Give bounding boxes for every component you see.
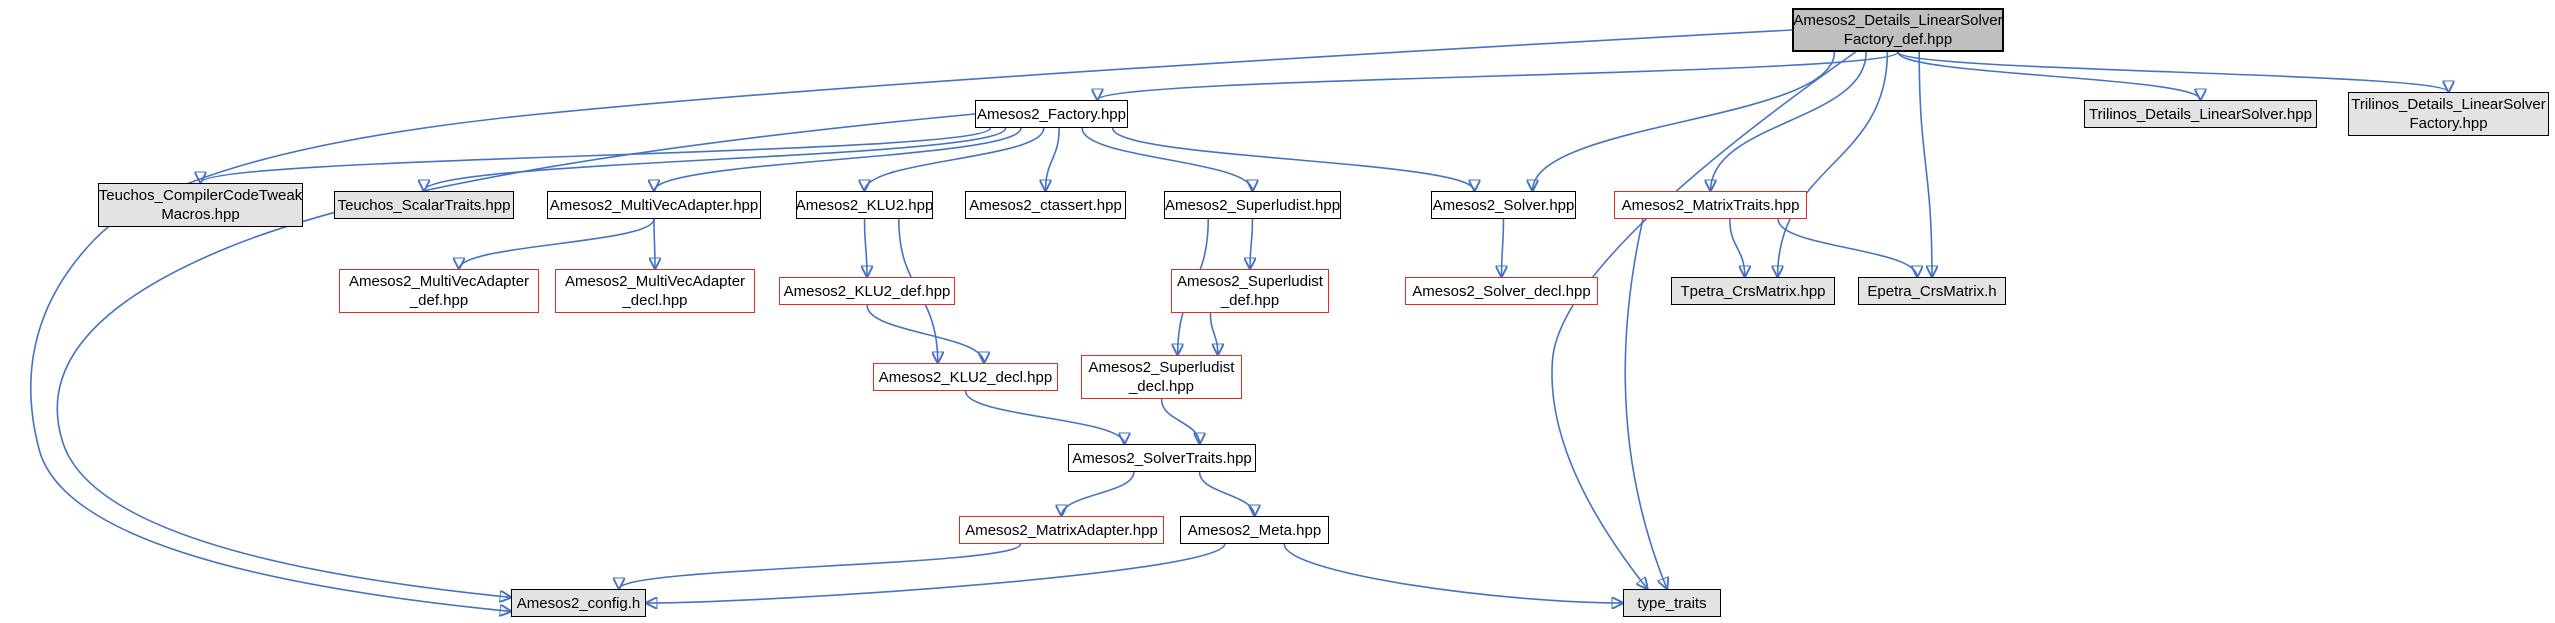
node-sld_def[interactable]: Amesos2_Superludist _def.hpp [1171, 269, 1329, 313]
node-label-line: _def.hpp [409, 292, 469, 309]
edge-details_def--trilinos_ls [1897, 51, 2201, 100]
node-label-line: type_traits [1637, 594, 1707, 612]
edge-solver--solver_decl [1502, 218, 1504, 277]
node-klu2_def[interactable]: Amesos2_KLU2_def.hpp [779, 277, 955, 305]
edge-details_def--matrixtraits [1711, 51, 1867, 191]
edge-details_def--tpetra [1778, 51, 1889, 277]
node-label-line: Factory_def.hpp [1843, 31, 1953, 48]
node-label-line: Factory.hpp [2409, 115, 2488, 132]
node-sld_decl[interactable]: Amesos2_Superludist _decl.hpp [1081, 355, 1242, 399]
node-label-line: Amesos2_MultiVecAdapter.hpp [549, 196, 759, 214]
node-klu2[interactable]: Amesos2_KLU2.hpp [796, 191, 933, 219]
edge-details_def--trilinos_lsf [1897, 51, 2449, 92]
node-klu2_decl[interactable]: Amesos2_KLU2_decl.hpp [873, 363, 1058, 391]
node-type_traits: type_traits [1623, 589, 1721, 617]
edge-superludist--sld_def [1250, 218, 1253, 269]
edge-factory--solver [1111, 127, 1475, 191]
node-label-line: Amesos2_Factory.hpp [977, 105, 1126, 123]
edge-meta--type_traits [1283, 543, 1623, 603]
node-meta[interactable]: Amesos2_Meta.hpp [1180, 516, 1329, 544]
node-label-line: Teuchos_ScalarTraits.hpp [337, 196, 511, 214]
node-mva_decl[interactable]: Amesos2_MultiVecAdapter _decl.hpp [555, 269, 755, 313]
edge-meta--config [646, 543, 1226, 603]
node-label-line: Amesos2_Superludist [1177, 273, 1323, 290]
edge-matrixtraits--type_traits [1624, 218, 1667, 589]
node-label-line: Amesos2_Details_LinearSolver [1793, 12, 2003, 29]
node-label-line: Amesos2_Solver_decl.hpp [1412, 282, 1591, 300]
node-factory[interactable]: Amesos2_Factory.hpp [975, 100, 1128, 128]
node-label-line: _decl.hpp [1128, 378, 1195, 395]
node-label-line: Teuchos_CompilerCodeTweak [98, 187, 303, 204]
node-label-line: Amesos2_KLU2.hpp [795, 196, 934, 214]
edge-mva--mva_decl [654, 218, 655, 269]
node-label-line: Amesos2_config.h [516, 594, 641, 612]
node-label-line: _decl.hpp [622, 292, 688, 309]
edge-matrixtraits--epetra [1777, 218, 1917, 277]
node-teuchos_st: Teuchos_ScalarTraits.hpp [334, 191, 514, 219]
edge-details_def--solver [1533, 51, 1836, 191]
edge-group [30, 29, 2449, 611]
node-label-line: Amesos2_Superludist [1088, 359, 1235, 376]
edge-matrixadapter--config [619, 543, 1022, 590]
edge-factory--klu2 [865, 127, 1045, 191]
node-label-line: Epetra_CrsMatrix.h [1867, 282, 1997, 300]
node-matrixadapter[interactable]: Amesos2_MatrixAdapter.hpp [959, 516, 1164, 544]
node-epetra: Epetra_CrsMatrix.h [1858, 277, 2006, 305]
edge-solvertraits--meta [1198, 471, 1255, 516]
node-superludist[interactable]: Amesos2_Superludist.hpp [1164, 191, 1341, 219]
node-label-line: Amesos2_Superludist.hpp [1164, 196, 1341, 214]
node-label-line: Amesos2_MatrixAdapter.hpp [965, 521, 1158, 539]
edge-factory--config [56, 113, 976, 597]
node-label-line: Amesos2_MultiVecAdapter [348, 273, 530, 290]
edge-klu2--klu2_def [865, 218, 868, 277]
node-label-line: Macros.hpp [161, 206, 240, 223]
edge-details_def--epetra [1918, 51, 1932, 277]
edge-factory--teuchos_st [424, 127, 1007, 191]
edge-details_def--factory [1097, 51, 1899, 100]
node-label-line: Amesos2_KLU2_decl.hpp [878, 368, 1053, 386]
node-mva_def[interactable]: Amesos2_MultiVecAdapter _def.hpp [339, 269, 539, 313]
node-label-line: Amesos2_ctassert.hpp [969, 196, 1122, 214]
node-ctassert[interactable]: Amesos2_ctassert.hpp [965, 191, 1126, 219]
node-label-line: Amesos2_SolverTraits.hpp [1072, 449, 1252, 467]
edge-mva--mva_def [459, 218, 655, 269]
node-matrixtraits[interactable]: Amesos2_MatrixTraits.hpp [1614, 191, 1807, 219]
node-solver[interactable]: Amesos2_Solver.hpp [1431, 191, 1576, 219]
edge-solvertraits--matrixadapter [1062, 471, 1135, 516]
edge-klu2_decl--solvertraits [964, 390, 1125, 444]
node-config: Amesos2_config.h [511, 589, 646, 617]
edge-details_def--type_traits [1551, 51, 1857, 589]
node-label-line: Amesos2_Solver.hpp [1432, 196, 1575, 214]
node-label-line: Amesos2_KLU2_def.hpp [783, 282, 951, 300]
edge-details_def--config [30, 29, 1793, 611]
edge-klu2_def--klu2_decl [866, 304, 984, 363]
node-label-line: Tpetra_CrsMatrix.hpp [1680, 282, 1826, 300]
node-trilinos_ls: Trilinos_Details_LinearSolver.hpp [2084, 100, 2317, 128]
edge-factory--superludist [1081, 127, 1252, 191]
node-label-line: Trilinos_Details_LinearSolver [2351, 96, 2546, 113]
node-label-line: _def.hpp [1220, 292, 1280, 309]
node-label-line: Amesos2_MatrixTraits.hpp [1621, 196, 1800, 214]
node-tpetra: Tpetra_CrsMatrix.hpp [1671, 277, 1835, 305]
node-label-line: Amesos2_MultiVecAdapter [564, 273, 746, 290]
edge-factory--ctassert [1046, 127, 1060, 191]
node-label-line: Trilinos_Details_LinearSolver.hpp [2089, 105, 2312, 123]
edge-sld_def--sld_decl [1209, 312, 1218, 355]
edge-factory--mva [654, 127, 1022, 191]
edge-sld_decl--solvertraits [1160, 398, 1200, 444]
node-label-line: Amesos2_Meta.hpp [1187, 521, 1322, 539]
edge-matrixtraits--tpetra [1729, 218, 1745, 277]
node-solvertraits[interactable]: Amesos2_SolverTraits.hpp [1068, 444, 1256, 472]
edge-factory--teuchos_cctm [201, 127, 992, 183]
node-mva[interactable]: Amesos2_MultiVecAdapter.hpp [547, 191, 761, 219]
node-solver_decl[interactable]: Amesos2_Solver_decl.hpp [1405, 277, 1598, 305]
